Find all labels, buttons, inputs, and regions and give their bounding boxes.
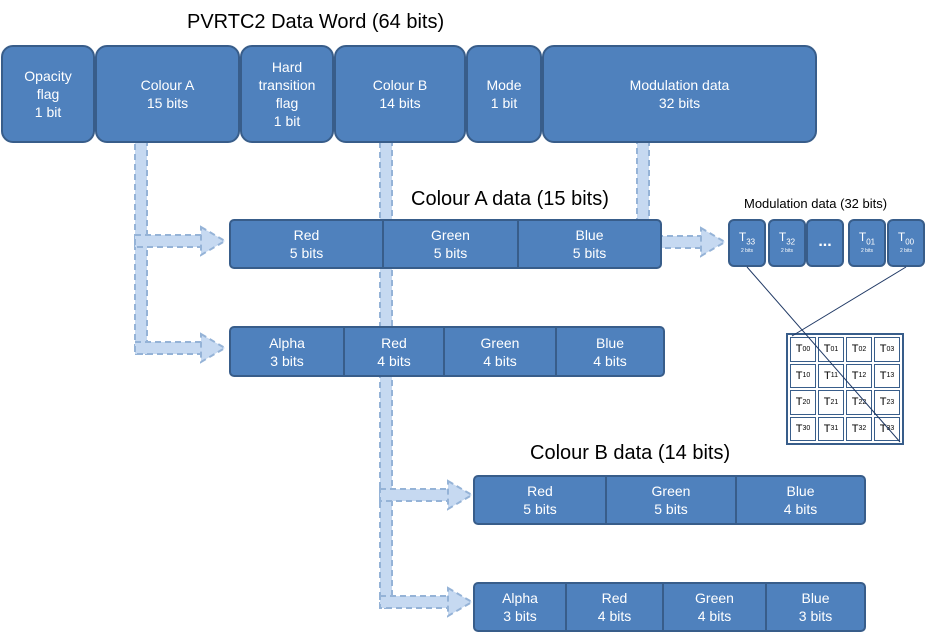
colour-a-blue-field: Blue 5 bits [572,227,607,261]
colour-b-field: Colour B 14 bits [334,45,466,143]
colour-a-opaque-strip: Red 5 bits Green 5 bits Blue 5 bits [229,219,662,269]
modulation-cell-t01: T01 2 bits [848,219,886,267]
colour-a-red4-field: Red 4 bits [345,328,445,375]
modulation-title: Modulation data (32 bits) [744,196,888,211]
colour-b-opaque-strip: Red 5 bits Green 5 bits Blue 4 bits [473,475,866,525]
opacity-flag-field: Opacity flag 1 bit [1,45,95,143]
colour-b-green-field: Green 5 bits [607,477,737,523]
colour-a-alpha-field: Alpha 3 bits [231,328,345,375]
colour-b-red4-field: Red 4 bits [567,584,664,630]
modulation-cell-t33: T33 2 bits [728,219,766,267]
modulation-data-field: Modulation data 32 bits [542,45,817,143]
colour-b-blue-field: Blue 4 bits [783,483,818,517]
colour-a-green-field: Green 5 bits [384,221,519,267]
colour-b-translucent-arrow-shaft [379,595,451,609]
modulation-ellipsis: ... [806,219,844,267]
modulation-cell-t32: T32 2 bits [768,219,806,267]
mode-field: Mode 1 bit [466,45,542,143]
colour-b-opaque-arrow-head [447,479,474,511]
modulation-cell-t00: T00 2 bits [887,219,925,267]
modulation-arrow-head [700,226,727,258]
colour-b-translucent-arrow-head [447,586,474,618]
colour-a-opaque-arrow-shaft [134,234,204,248]
colour-a-translucent-arrow-head [200,332,227,364]
colour-b-opaque-arrow-shaft [379,488,451,502]
colour-b-translucent-strip: Alpha 3 bits Red 4 bits Green 4 bits Blu… [473,582,866,632]
colour-a-translucent-arrow-shaft [134,341,204,355]
colour-b-title: Colour B data (14 bits) [530,442,731,464]
colour-b-alpha-field: Alpha 3 bits [475,584,567,630]
colour-a-translucent-strip: Alpha 3 bits Red 4 bits Green 4 bits Blu… [229,326,665,377]
page-title: PVRTC2 Data Word (64 bits) [187,11,445,33]
colour-a-title: Colour A data (15 bits) [411,188,609,210]
hard-transition-flag-field: Hard transition flag 1 bit [240,45,334,143]
colour-a-green4-field: Green 4 bits [445,328,557,375]
colour-a-blue4-field: Blue 4 bits [593,334,627,369]
colour-a-red-field: Red 5 bits [231,221,384,267]
colour-a-opaque-arrow-head [200,225,227,257]
colour-b-red-field: Red 5 bits [475,477,607,523]
colour-b-green4-field: Green 4 bits [664,584,767,630]
colour-b-blue3-field: Blue 3 bits [798,590,833,624]
colour-a-field: Colour A 15 bits [95,45,240,143]
